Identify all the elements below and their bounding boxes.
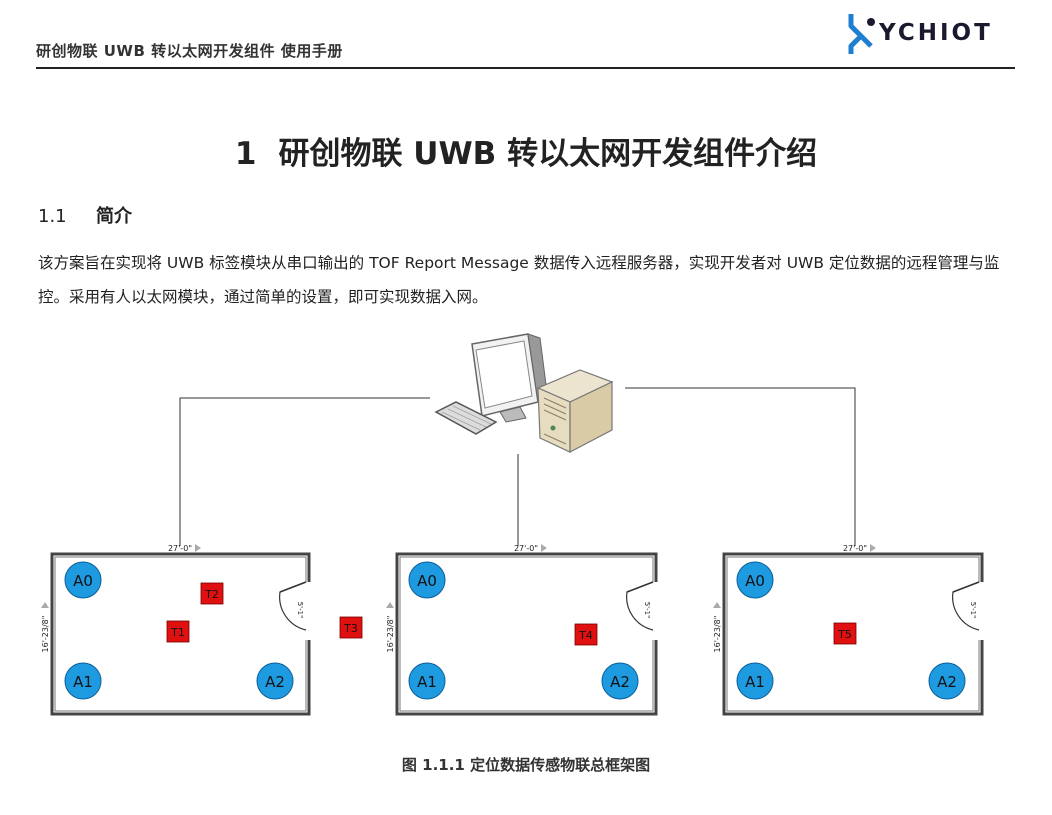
svg-text:A2: A2 — [265, 673, 285, 691]
section-title-text: 简介 — [96, 206, 132, 227]
room-1-width-label: 27'-0" — [168, 544, 192, 553]
room-1-height-label: 16'-23/8" — [41, 616, 50, 653]
logo-text: YCHIOT — [879, 20, 993, 46]
tag-t4: T4 — [574, 623, 598, 646]
section-title: 1.1 简介 — [38, 202, 132, 228]
svg-text:A1: A1 — [417, 673, 437, 691]
section-number: 1.1 — [38, 206, 67, 227]
svg-text:T3: T3 — [343, 622, 358, 635]
ychiot-logo: YCHIOT — [845, 12, 1015, 56]
room-1-door-label: 5'-1" — [296, 602, 304, 619]
svg-text:A1: A1 — [73, 673, 93, 691]
svg-text:A0: A0 — [745, 572, 765, 590]
anchor-a1: A1 — [408, 662, 446, 700]
server-icon — [536, 369, 614, 453]
anchor-a0: A0 — [736, 561, 774, 599]
anchor-a2: A2 — [601, 662, 639, 700]
anchor-a2: A2 — [256, 662, 294, 700]
svg-text:T1: T1 — [170, 626, 185, 639]
room-3: 27'-0" 16'-23/8" 5'-1" — [713, 544, 987, 716]
anchor-a2: A2 — [928, 662, 966, 700]
svg-text:A2: A2 — [610, 673, 630, 691]
room-3-width-label: 27'-0" — [843, 544, 867, 553]
chapter-title-text: 研创物联 UWB 转以太网开发组件介绍 — [278, 136, 818, 172]
svg-text:A1: A1 — [745, 673, 765, 691]
anchor-a0: A0 — [408, 561, 446, 599]
anchors: A0 A1 A2 A0 A1 A2 A0 A1 A2 — [64, 561, 966, 700]
anchor-a0: A0 — [64, 561, 102, 599]
anchor-a1: A1 — [64, 662, 102, 700]
tag-t1: T1 — [166, 620, 190, 643]
room-2-height-label: 16'-23/8" — [386, 616, 395, 653]
room-1: 27'-0" 16'-23/8" 5'-1" — [41, 544, 314, 716]
document-header-title: 研创物联 UWB 转以太网开发组件 使用手册 — [36, 42, 343, 60]
tag-t2: T2 — [200, 582, 224, 605]
svg-text:T2: T2 — [204, 588, 219, 601]
room-3-height-label: 16'-23/8" — [713, 616, 722, 653]
chapter-title: 1 研创物联 UWB 转以太网开发组件介绍 — [0, 128, 1052, 173]
room-3-door-label: 5'-1" — [969, 602, 977, 619]
svg-text:T5: T5 — [837, 628, 852, 641]
anchor-a1: A1 — [736, 662, 774, 700]
room-2-door-label: 5'-1" — [643, 602, 651, 619]
room-2-width-label: 27'-0" — [514, 544, 538, 553]
tags: T2 T1 T3 T4 T5 — [166, 582, 857, 646]
network-lines — [179, 387, 856, 546]
header-rule — [36, 67, 1015, 69]
chapter-number: 1 — [234, 136, 257, 172]
computer-icon — [434, 333, 549, 435]
figure-caption: 图 1.1.1 定位数据传感物联总框架图 — [401, 756, 651, 774]
svg-text:A0: A0 — [73, 572, 93, 590]
ychiot-logo-mark — [848, 14, 875, 54]
svg-text:T4: T4 — [578, 629, 593, 642]
svg-text:A0: A0 — [417, 572, 437, 590]
svg-text:A2: A2 — [937, 673, 957, 691]
room-2: 27'-0" 16'-23/8" 5'-1" — [386, 544, 661, 716]
tag-t3: T3 — [339, 616, 363, 639]
tag-t5: T5 — [833, 622, 857, 645]
intro-paragraph: 该方案旨在实现将 UWB 标签模块从串口输出的 TOF Report Messa… — [38, 254, 1000, 306]
system-architecture-diagram: 27'-0" 16'-23/8" 5'-1" 27'-0" 16'-23/8" … — [41, 333, 987, 716]
